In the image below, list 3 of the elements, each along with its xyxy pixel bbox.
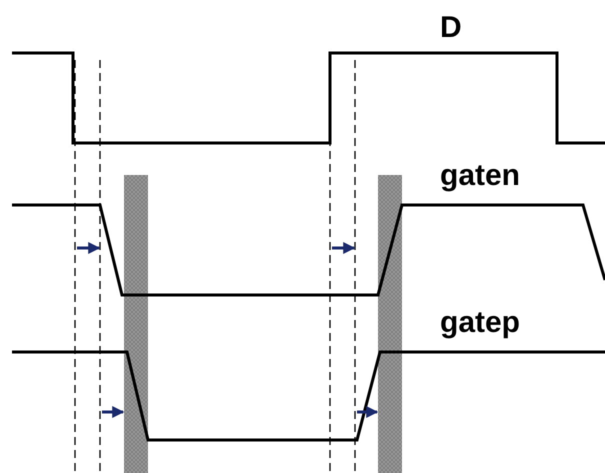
signal-name: D [440, 12, 462, 44]
signal-name: gatep [440, 307, 520, 339]
signal-name: gaten [440, 160, 520, 192]
